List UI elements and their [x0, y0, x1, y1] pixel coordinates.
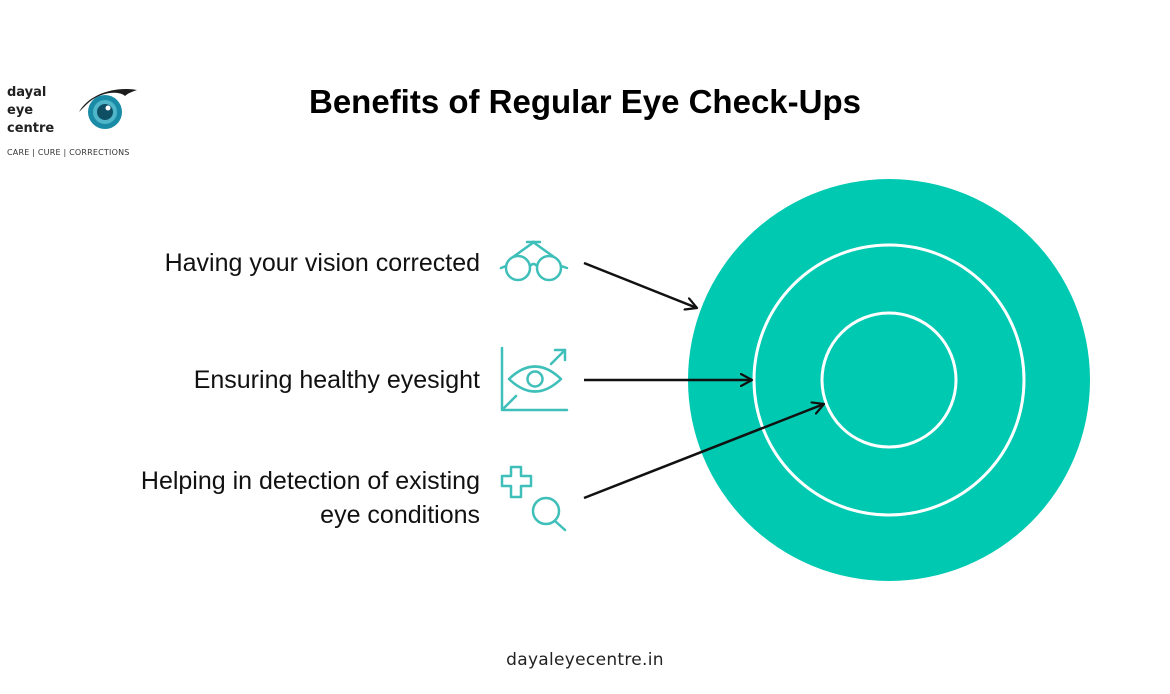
brand-name: dayal eye centre — [7, 84, 67, 138]
medical-search-icon — [500, 465, 567, 532]
page-title: Benefits of Regular Eye Check-Ups — [309, 83, 861, 120]
benefit-detection: Helping in detection of existing eye con… — [141, 464, 480, 532]
middle-ring — [752, 243, 1026, 517]
brand-name-line-3: centre — [7, 121, 55, 136]
benefit-vision-corrected: Having your vision corrected — [165, 246, 480, 280]
benefit-healthy-eyesight: Ensuring healthy eyesight — [194, 363, 480, 397]
brand-name-line-1: dayal — [7, 85, 47, 100]
benefit-label-line-2: eye conditions — [320, 501, 480, 529]
eye-chart-icon — [500, 346, 569, 412]
brand-name-line-2: eye — [7, 103, 34, 118]
brand-tagline: CARE | CURE | CORRECTIONS — [7, 148, 130, 157]
benefit-label-line-1: Helping in detection of existing — [140, 467, 480, 495]
website-url: dayaleyecentre.in — [506, 650, 664, 670]
arrow-vision-corrected — [583, 261, 697, 308]
inner-ring — [820, 311, 958, 449]
eye-logo-icon — [79, 88, 137, 129]
glasses-icon — [499, 240, 569, 282]
arrow-detection — [583, 404, 824, 500]
outer-ring — [688, 179, 1090, 581]
benefit-label: Having your vision corrected — [164, 249, 480, 277]
benefit-label: Ensuring healthy eyesight — [193, 366, 480, 394]
brand-logo: dayal eye centre CARE | CURE | CORRECTIO… — [7, 84, 157, 164]
